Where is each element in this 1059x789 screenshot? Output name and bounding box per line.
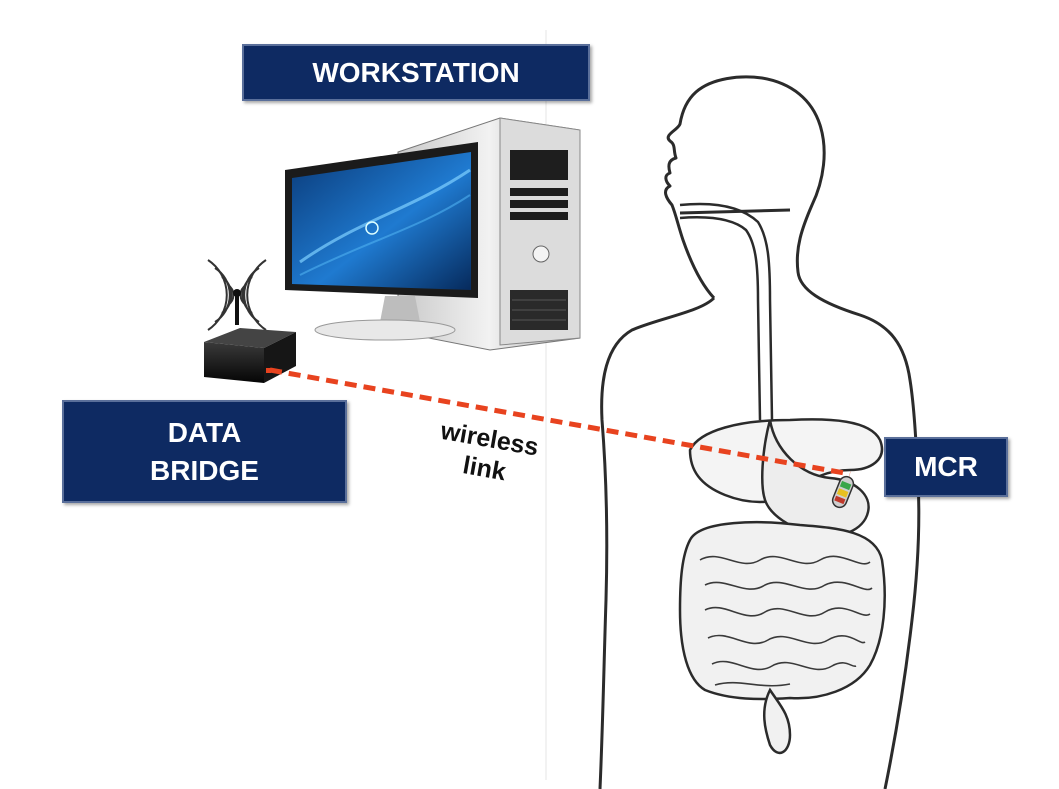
mcr-label: MCR <box>884 437 1008 497</box>
mcr-label-text: MCR <box>914 451 978 482</box>
workstation-label-text: WORKSTATION <box>312 56 520 88</box>
computer-monitor-icon <box>285 142 478 341</box>
router-icon <box>204 289 296 383</box>
data-bridge-label-line2: BRIDGE <box>150 454 259 486</box>
capsule-icon <box>831 475 855 509</box>
data-bridge-label-line1: DATA <box>167 416 242 448</box>
esophagus-outline <box>679 202 774 421</box>
intestines-outline <box>678 520 886 755</box>
wifi-signal-icon <box>207 259 267 331</box>
wireless-link-line <box>269 367 851 477</box>
intestine-folds <box>699 555 873 687</box>
data-bridge-label: DATA BRIDGE <box>62 400 347 503</box>
workstation-label: WORKSTATION <box>242 44 590 101</box>
